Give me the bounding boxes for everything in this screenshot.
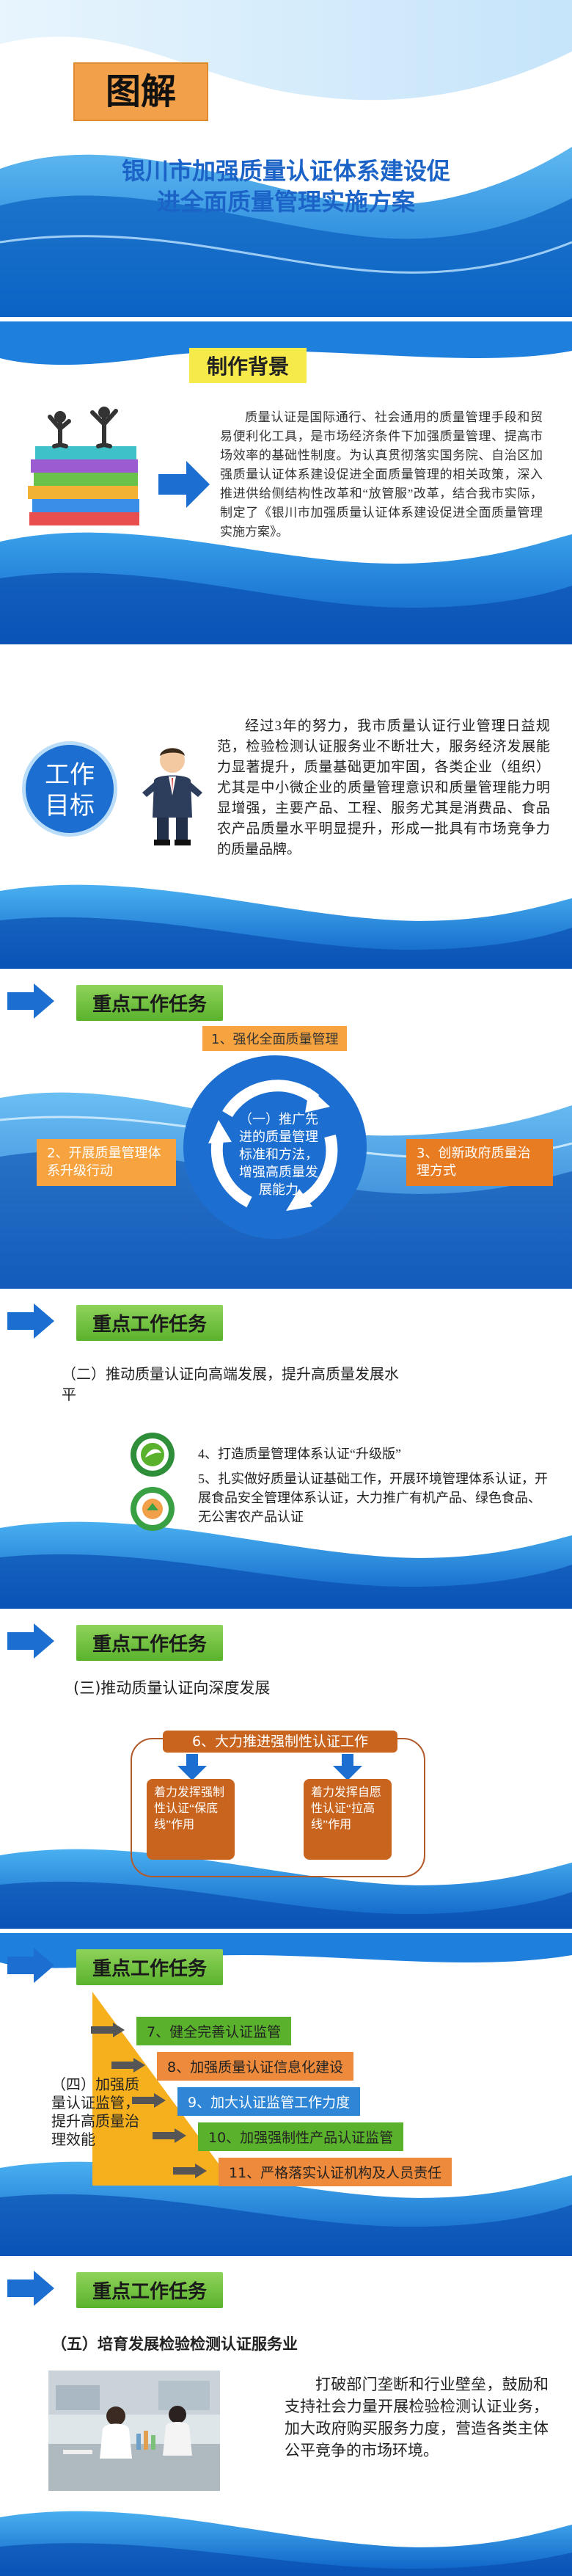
task4-step-item: 7、健全完善认证监管 — [136, 2017, 292, 2045]
down-arrow-left-icon — [177, 1754, 207, 1780]
task5-wave — [0, 2511, 572, 2576]
task1-item-top: 1、强化全面质量管理 — [202, 1026, 348, 1051]
cover-title-line1: 银川市加强质量认证体系建设促 — [121, 157, 450, 185]
task2-item4: 4、打造质量管理体系认证“升级版” — [198, 1447, 401, 1461]
background-heading: 制作背景 — [189, 348, 307, 383]
task4-step-arrow-icon — [153, 2128, 186, 2143]
task4-heading: 重点工作任务 — [76, 1949, 224, 1985]
task4-step-arrow-icon — [111, 2058, 145, 2073]
goal-wave — [0, 884, 572, 969]
background-wave — [0, 321, 572, 644]
task4-step-arrow-icon — [132, 2093, 166, 2108]
task4-step-arrow-icon — [91, 2023, 125, 2037]
task1-center-text: （一）推广先进的质量管理标准和方法，增强高质量发展能力 — [239, 1112, 318, 1198]
task2-slide: 重点工作任务 （二）推动质量认证向高端发展，提升高质量发展水平 4、打造质量管理… — [0, 1293, 572, 1609]
task2-arrow-icon — [7, 1303, 54, 1339]
task5-body: 打破部门垄断和行业壁垒，鼓励和支持社会力量开展检验检测认证业务，加大政府购买服务… — [285, 2376, 549, 2459]
task3-item6: 6、大力推进强制性认证工作 — [163, 1731, 397, 1753]
task4-step-item: 9、加大认证监管工作力度 — [177, 2087, 361, 2116]
task5-arrow-icon — [7, 2271, 54, 2306]
cover-title-line2: 进全面质量管理实施方案 — [156, 188, 415, 216]
green-certification-seal-icon — [131, 1433, 175, 1477]
goal-label-line1: 工作 — [45, 760, 95, 790]
down-arrow-right-icon — [333, 1754, 362, 1780]
task5-subtitle: （五）培育发展检验检测认证服务业 — [51, 2335, 298, 2353]
background-slide: 制作背景 质量认证是国际通行、社会通用的质量管理手段和贸易便利化工具，是市场经济… — [0, 321, 572, 644]
task4-slide: 重点工作任务 （四）加强质量认证监管，提升高质量治理效能 7、健全完善认证监管 8… — [0, 1933, 572, 2256]
task3-box-left: 着力发挥强制性认证“保底线”作用 — [147, 1779, 235, 1860]
laboratory-photo — [48, 2371, 220, 2491]
cover-slide: 图解 银川市加强质量认证体系建设促 进全面质量管理实施方案 — [0, 0, 572, 317]
task1-cycle: （一）推广先进的质量管理标准和方法，增强高质量发展能力 — [183, 1055, 367, 1239]
task4-step-arrow-icon — [173, 2164, 207, 2178]
right-arrow-icon — [158, 461, 210, 508]
task4-step-item: 8、加强质量认证信息化建设 — [157, 2052, 354, 2081]
task2-heading: 重点工作任务 — [76, 1305, 224, 1341]
task3-slide: 重点工作任务 (三)推动质量认证向深度发展 6、大力推进强制性认证工作 着力发挥… — [0, 1613, 572, 1929]
goal-slide: 工作 目标 经过3年的努力，我市质量认证行业管理日益规范，检验检测认证服务业不断… — [0, 649, 572, 969]
task1-item-left: 2、开展质量管理体系升级行动 — [37, 1139, 176, 1186]
task4-step-item: 10、加强强制性产品认证监管 — [198, 2122, 404, 2151]
task2-wave — [0, 1521, 572, 1609]
background-body: 质量认证是国际通行、社会通用的质量管理手段和贸易便利化工具，是市场经济条件下加强… — [220, 410, 543, 539]
goal-label-line2: 目标 — [45, 791, 95, 821]
task1-item-right: 3、创新政府质量治理方式 — [406, 1139, 553, 1186]
goal-label-circle: 工作 目标 — [22, 741, 117, 837]
task3-box-right: 着力发挥自愿性认证“拉高线”作用 — [304, 1779, 392, 1860]
task4-arrow-icon — [7, 1948, 54, 1983]
cover-badge: 图解 — [73, 62, 208, 121]
task3-subtitle: (三)推动质量认证向深度发展 — [73, 1679, 271, 1697]
books-with-people-illustration — [28, 407, 139, 525]
task3-arrow-icon — [7, 1623, 54, 1659]
cover-wave-background — [0, 0, 572, 317]
task5-heading: 重点工作任务 — [76, 2272, 224, 2308]
task2-subtitle: （二）推动质量认证向高端发展，提升高质量发展水平 — [62, 1365, 399, 1403]
task5-slide: 重点工作任务 （五）培育发展检验检测认证服务业 打破部门垄断和行业壁垒，鼓励和支… — [0, 2260, 572, 2576]
cycle-arrows-icon — [208, 1080, 338, 1211]
goal-body: 经过3年的努力，我市质量认证行业管理日益规范，检验检测认证服务业不断壮大，服务经… — [217, 718, 550, 857]
task2-item5: 5、扎实做好质量认证基础工作，开展环境管理体系认证，开展食品安全管理体系认证，大… — [198, 1471, 548, 1524]
task4-step-item: 11、严格落实认证机构及人员责任 — [219, 2158, 452, 2186]
task1-heading: 重点工作任务 — [76, 985, 224, 1021]
task1-arrow-icon — [7, 983, 54, 1019]
organic-certification-seal-icon — [131, 1487, 175, 1531]
businessman-icon — [142, 748, 202, 845]
task4-triangle-text: （四）加强质量认证监管，提升高质量治理效能 — [51, 2075, 139, 2148]
task3-heading: 重点工作任务 — [76, 1625, 224, 1661]
task1-slide: 重点工作任务 1、强化全面质量管理 （一）推广先进的质量管理标准和方法，增强高质… — [0, 973, 572, 1289]
